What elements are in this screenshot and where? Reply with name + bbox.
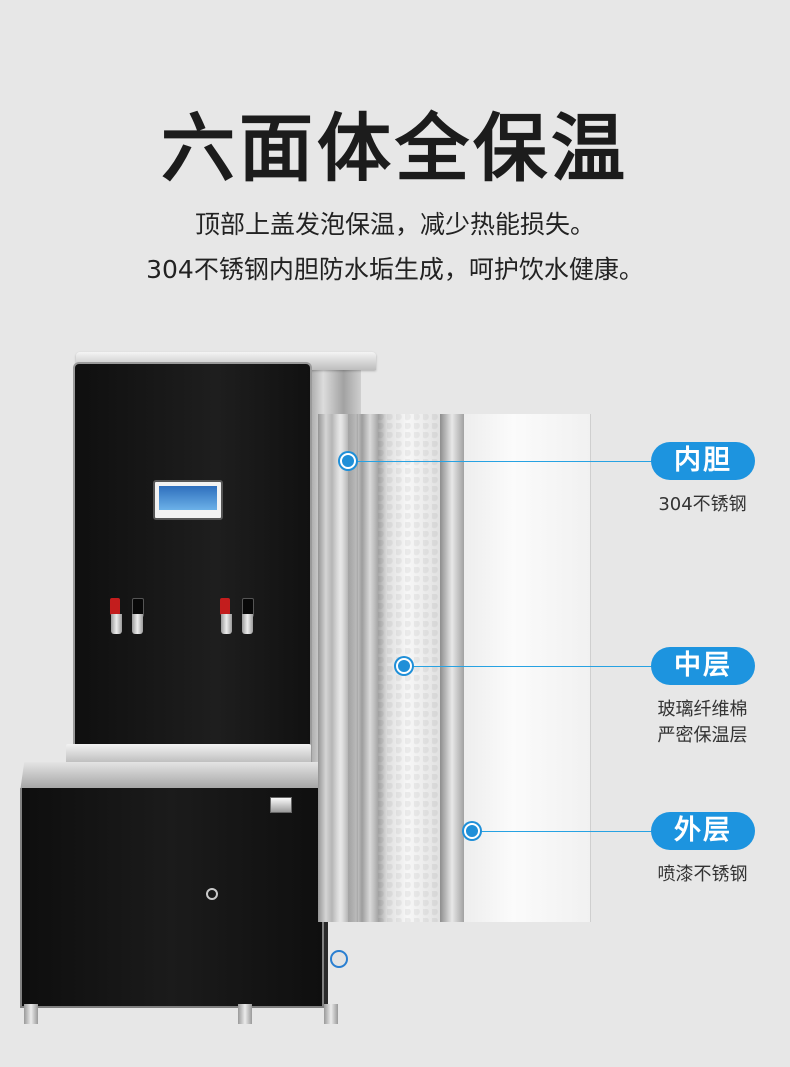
- outer-shell-layer: [462, 414, 591, 922]
- tap-spout: [111, 614, 122, 634]
- tap-hot-knob: [110, 598, 120, 615]
- callout-label-inner: 内胆: [651, 442, 755, 480]
- foot: [324, 1004, 338, 1024]
- base-cabinet: [20, 788, 324, 1008]
- tap-spout: [242, 614, 253, 634]
- callout-line-outer: [472, 831, 654, 832]
- lock-icon: [206, 888, 218, 900]
- tap-icon: [108, 598, 152, 640]
- display-screen-icon: [153, 480, 223, 520]
- middle-layer-shadow: [378, 414, 388, 922]
- foot: [24, 1004, 38, 1024]
- foot: [238, 1004, 252, 1024]
- callout-caption-outer: 喷漆不锈钢: [657, 864, 748, 885]
- drain-valve-icon: [330, 950, 348, 968]
- headline: 六面体全保温: [161, 106, 629, 192]
- tap-icon: [218, 598, 262, 640]
- cabinet-handle: [270, 797, 292, 813]
- callout-line-middle: [404, 666, 654, 667]
- outer-shell-edge: [440, 414, 464, 922]
- tap-spout: [221, 614, 232, 634]
- callout-caption-middle-1: 玻璃纤维棉: [657, 699, 748, 720]
- callout-label-middle: 中层: [651, 647, 755, 685]
- callout-line-inner: [348, 461, 654, 462]
- tap-spout: [132, 614, 143, 634]
- water-boiler-illustration: [18, 350, 376, 1030]
- subline-1: 顶部上盖发泡保温，减少热能损失。: [194, 210, 595, 239]
- callout-caption-inner: 304不锈钢: [658, 494, 747, 515]
- callout-dot-icon: [396, 658, 412, 674]
- upper-body: [73, 362, 312, 764]
- tap-hot-knob: [220, 598, 230, 615]
- callout-dot-icon: [340, 453, 356, 469]
- callout-caption-middle-2: 严密保温层: [657, 725, 748, 746]
- inner-liner-layer: [318, 414, 380, 922]
- subline-2: 304不锈钢内胆防水垢生成，呵护饮水健康。: [146, 255, 644, 284]
- callout-dot-icon: [464, 823, 480, 839]
- callout-label-outer: 外层: [651, 812, 755, 850]
- inner-liner-highlight: [318, 414, 358, 922]
- display-screen-content: [159, 486, 217, 510]
